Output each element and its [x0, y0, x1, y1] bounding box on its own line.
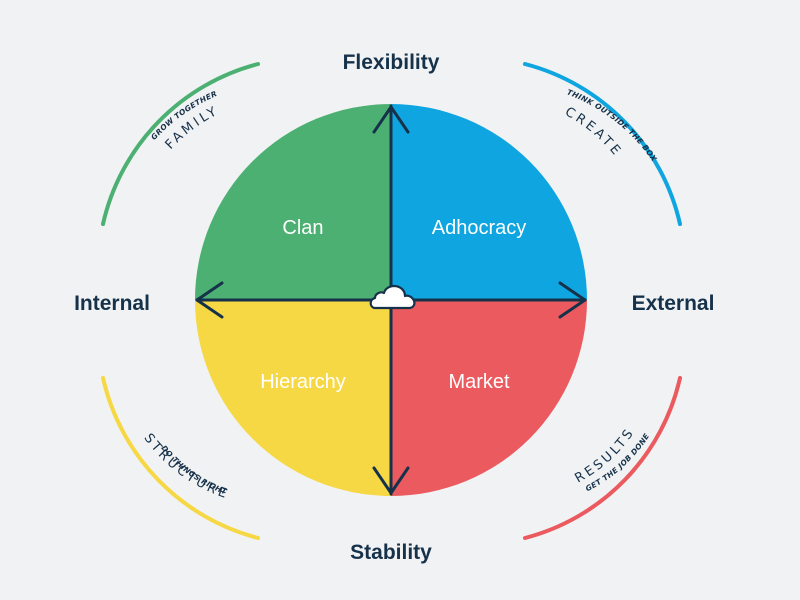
arc-bottom-left — [101, 376, 260, 540]
cloud-icon — [369, 284, 416, 310]
axis-label-top: Flexibility — [343, 51, 440, 74]
quadrant-hierarchy — [195, 300, 391, 496]
arc-top-right — [523, 62, 682, 226]
arrowhead-up — [372, 105, 410, 134]
axis-label-right: External — [632, 292, 715, 315]
axis-label-left: Internal — [74, 292, 150, 315]
quadrant-label-market: Market — [448, 371, 510, 393]
quadrant-clan — [195, 104, 391, 300]
axis-label-bottom: Stability — [350, 541, 432, 564]
arc-top-left — [101, 62, 260, 226]
quadrant-label-clan: Clan — [282, 217, 323, 239]
arrowhead-down — [372, 466, 410, 495]
arc-bottom-right — [523, 376, 682, 540]
arrowhead-left — [195, 281, 224, 319]
arrowhead-right — [558, 281, 587, 319]
quadrant-adhocracy — [391, 104, 587, 300]
quadrant-label-adhocracy: Adhocracy — [432, 217, 527, 239]
quadrant-market — [391, 300, 587, 496]
quadrant-label-hierarchy: Hierarchy — [260, 371, 346, 393]
